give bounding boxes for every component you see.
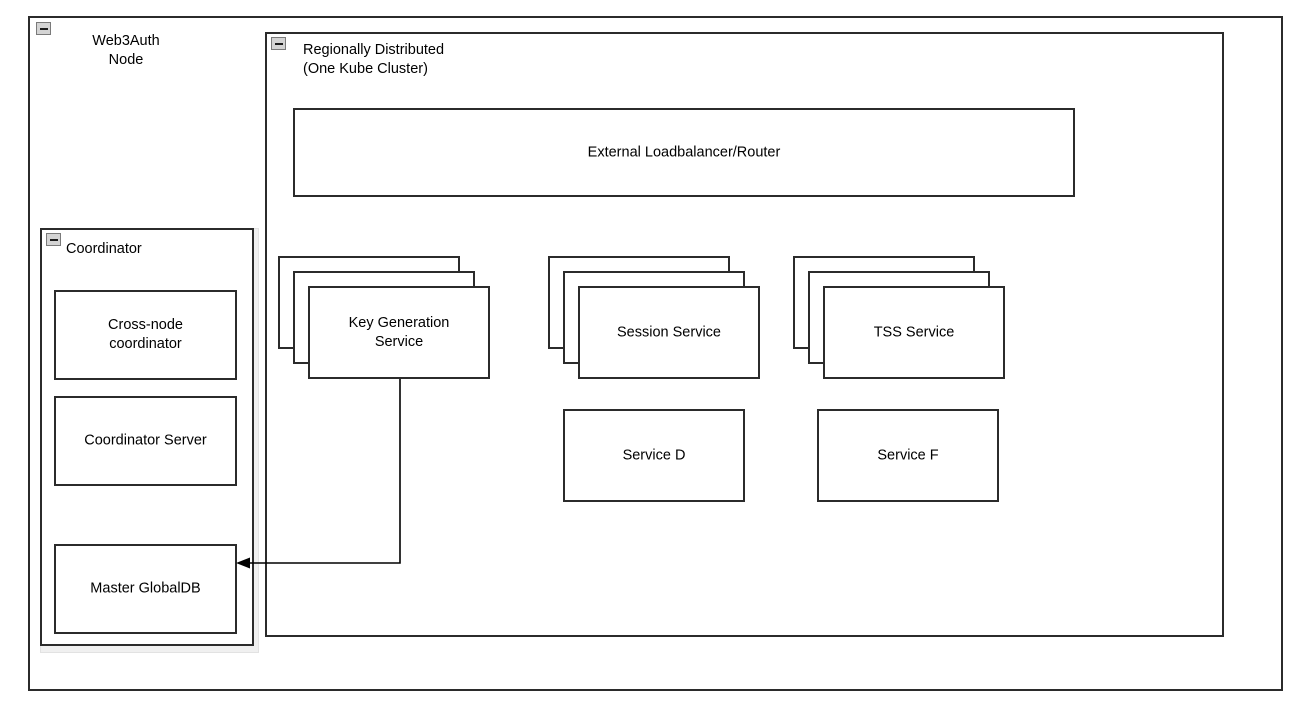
key-generation-service-stack[interactable]: Key Generation Service	[278, 256, 490, 379]
session-service-label: Session Service	[617, 324, 721, 340]
service-d-label: Service D	[622, 447, 686, 463]
session-service-stack[interactable]: Session Service	[548, 256, 760, 379]
collapse-minus-icon-regionally-distributed[interactable]	[271, 37, 286, 50]
coordinator-server-label: Coordinator Server	[84, 432, 207, 449]
regionally-distributed-label: Regionally Distributed (One Kube Cluster…	[303, 42, 445, 77]
collapse-minus-icon-coordinator[interactable]	[46, 233, 61, 246]
key-generation-service-replica-front[interactable]: Key Generation Service	[308, 286, 490, 379]
master-globaldb-box[interactable]: Master GlobalDB	[54, 544, 237, 634]
tss-service-replica-front[interactable]: TSS Service	[823, 286, 1005, 379]
tss-service-stack[interactable]: TSS Service	[793, 256, 1005, 379]
web3auth-node-label: Web3Auth Node	[92, 33, 160, 68]
service-f-label: Service F	[877, 447, 939, 463]
key-generation-service-label: Key Generation Service	[348, 314, 450, 350]
service-d-box[interactable]: Service D	[563, 409, 745, 502]
cross-node-coordinator-label: Cross-node coordinator	[108, 317, 183, 352]
coordinator-server-box[interactable]: Coordinator Server	[54, 396, 237, 486]
service-f-box[interactable]: Service F	[817, 409, 999, 502]
tss-service-label: TSS Service	[873, 324, 955, 340]
external-loadbalancer-label: External Loadbalancer/Router	[587, 144, 781, 160]
collapse-minus-icon-web3auth-node[interactable]	[36, 22, 51, 35]
coordinator-label: Coordinator	[66, 241, 142, 257]
master-globaldb-label: Master GlobalDB	[90, 580, 201, 597]
session-service-replica-front[interactable]: Session Service	[578, 286, 760, 379]
external-loadbalancer-box[interactable]: External Loadbalancer/Router	[293, 108, 1075, 197]
cross-node-coordinator-box[interactable]: Cross-node coordinator	[54, 290, 237, 380]
